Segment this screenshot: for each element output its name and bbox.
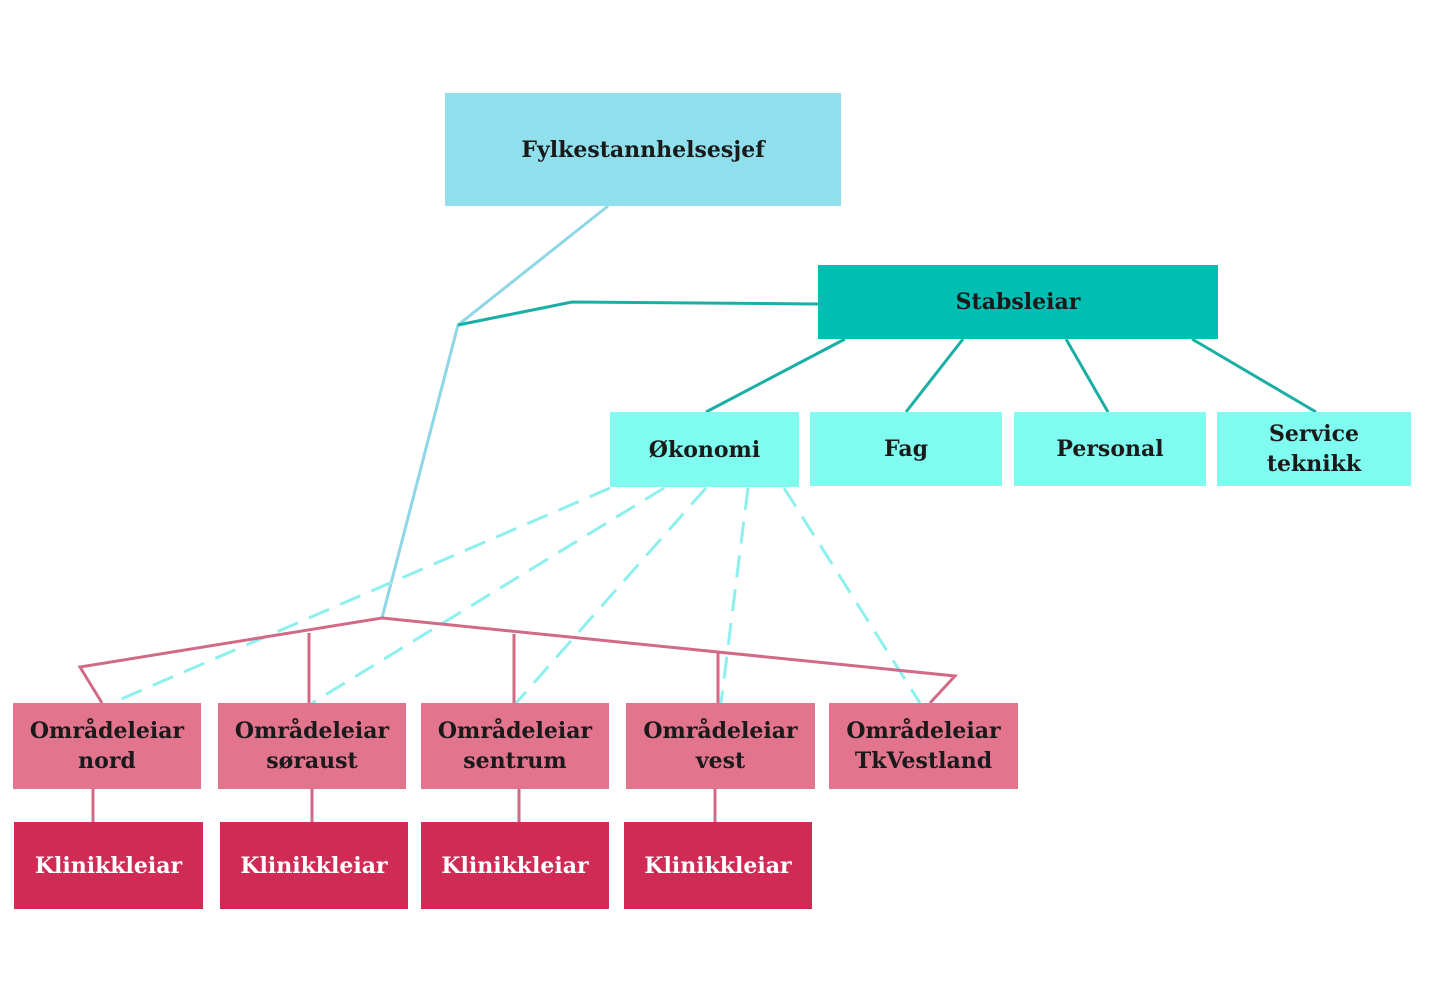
line-stab-fag (904, 338, 965, 413)
node-label: Klinikkleiar (644, 852, 792, 879)
node-label: Stabsleiar (955, 289, 1081, 315)
node-label: Klinikkleiar (34, 852, 183, 879)
node-omradeleiar-sentrum: Områdeleiar sentrum (421, 703, 609, 789)
node-label: Service teknikk (1266, 421, 1362, 477)
node-label: Områdeleiar vest (643, 718, 798, 774)
node-fylkestannhelsesjef: Fylkestannhelsesjef (445, 93, 841, 206)
node-label: Økonomi (648, 436, 761, 463)
node-stabsleiar: Stabsleiar (818, 265, 1218, 339)
dashed-okonomi-vest (719, 487, 750, 704)
node-omradeleiar-soraust: Områdeleiar søraust (218, 703, 406, 789)
node-label: Fylkestannhelsesjef (521, 136, 765, 163)
node-personal: Personal (1014, 412, 1206, 486)
node-label: Klinikkleiar (240, 852, 388, 879)
node-omradeleiar-nord: Områdeleiar nord (13, 703, 201, 789)
line-stab-okonomi (705, 337, 846, 414)
line-stab-service (1191, 337, 1317, 414)
line-area-bracket (77, 616, 959, 705)
node-klinikkleiar-nord: Klinikkleiar (14, 822, 203, 909)
node-label: Fag (883, 436, 929, 462)
node-klinikkleiar-sentrum: Klinikkleiar (421, 822, 609, 909)
node-label: Områdeleiar søraust (234, 718, 390, 774)
node-label: Klinikkleiar (441, 852, 589, 879)
line-stab-to-junction (457, 300, 819, 327)
node-label: Personal (1056, 436, 1164, 462)
line-stab-personal (1064, 338, 1110, 413)
node-okonomi: Økonomi (610, 412, 799, 487)
line-top-to-areas (380, 204, 609, 619)
dashed-okonomi-sentrum (514, 487, 708, 704)
dashed-okonomi-nord (111, 486, 611, 705)
node-service-teknikk: Service teknikk (1217, 412, 1411, 486)
node-omradeleiar-vest: Områdeleiar vest (626, 703, 815, 789)
node-klinikkleiar-soraust: Klinikkleiar (220, 822, 408, 909)
dashed-okonomi-soraust (311, 486, 665, 705)
node-omradeleiar-tkvestland: Områdeleiar TkVestland (829, 703, 1018, 789)
node-klinikkleiar-vest: Klinikkleiar (624, 822, 812, 909)
node-label: Områdeleiar TkVestland (846, 718, 1001, 774)
node-label: Områdeleiar nord (29, 718, 185, 774)
dashed-okonomi-tkvestland (782, 487, 922, 704)
node-label: Områdeleiar sentrum (437, 718, 593, 774)
node-fag: Fag (810, 412, 1002, 486)
